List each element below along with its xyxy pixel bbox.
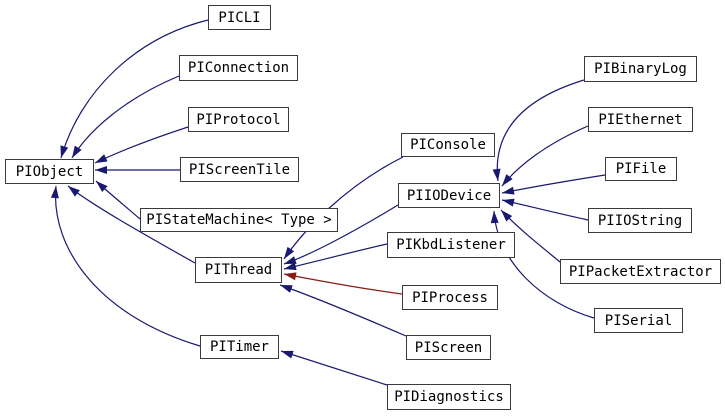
class-node-label: PIThread [204,262,273,278]
class-node-piconsole[interactable]: PIConsole [401,133,495,157]
edge-pifile-to-piiodevice [501,174,606,195]
class-node-piiostring[interactable]: PIIOString [588,208,692,233]
class-node-label: PITimer [209,339,269,355]
class-node-label: PIIOString [597,212,683,229]
class-node-pistatemachine[interactable]: PIStateMachine< Type > [140,208,338,232]
edge-pitimer-to-piobject [50,185,201,347]
edge-pipacketextractor-to-piiodevice [500,209,561,263]
edge-piiodevice-to-pithread [283,204,399,265]
class-node-label: PIFile [615,161,667,177]
class-node-label: PIConnection [187,60,290,76]
class-node-pipacketextractor[interactable]: PIPacketExtractor [560,259,721,284]
edge-piiostring-to-piiodevice [501,198,589,221]
class-node-label: PISerial [604,312,673,329]
class-node-piethernet[interactable]: PIEthernet [588,107,693,132]
class-node-label: PIConsole [410,137,486,153]
class-node-label: PIDiagnostics [394,389,504,405]
edge-pikbdlistener-to-pithread [283,243,388,271]
class-node-piscreen[interactable]: PIScreen [406,335,491,360]
class-node-label: PIScreenTile [188,161,291,178]
edge-piethernet-to-piiodevice [501,125,589,187]
edge-pidiagnostics-to-pitimer [280,350,388,386]
edge-piconnection-to-piobject [71,75,180,159]
class-node-pikbdlistener[interactable]: PIKbdListener [387,232,515,258]
class-node-label: PIKbdListener [396,237,506,253]
class-node-label: PIProcess [412,289,488,306]
class-node-label: PIPacketExtractor [568,263,713,280]
edge-pithread-to-piobject [67,185,196,264]
edge-picli-to-piobject [60,19,209,159]
class-node-pidiagnostics[interactable]: PIDiagnostics [387,384,511,410]
class-node-piiodevice[interactable]: PIIODevice [398,183,500,208]
edge-piserial-to-piiodevice [490,210,595,319]
class-node-label: PIProtocol [196,111,281,128]
class-node-pitimer[interactable]: PITimer [200,335,279,359]
edge-piprotocol-to-piobject [94,126,189,164]
class-node-piserial[interactable]: PISerial [594,308,683,333]
edge-pibinarylog-to-piiodevice [492,79,585,182]
class-node-pithread[interactable]: PIThread [195,257,282,283]
class-node-label: PIStateMachine< Type > [146,212,332,228]
class-node-piscreentile[interactable]: PIScreenTile [180,157,299,182]
class-node-label: PIIODevice [406,187,492,204]
class-node-pifile[interactable]: PIFile [605,157,677,181]
class-node-piprocess[interactable]: PIProcess [402,285,498,310]
class-node-label: PIEthernet [598,111,683,128]
class-node-piobject[interactable]: PIObject [5,159,94,184]
class-node-pibinarylog[interactable]: PIBinaryLog [584,56,697,82]
edge-piprocess-to-pithread [283,272,403,295]
class-node-label: PICLI [218,9,261,26]
class-node-label: PIScreen [414,339,483,356]
class-node-label: PIBinaryLog [594,61,687,77]
edge-pistatemachine-to-piobject [95,180,141,220]
class-node-piconnection[interactable]: PIConnection [179,55,298,81]
class-node-label: PIObject [15,163,84,180]
edge-piscreen-to-pithread [279,284,407,337]
class-node-picli[interactable]: PICLI [208,5,271,30]
class-node-piprotocol[interactable]: PIProtocol [188,107,289,132]
